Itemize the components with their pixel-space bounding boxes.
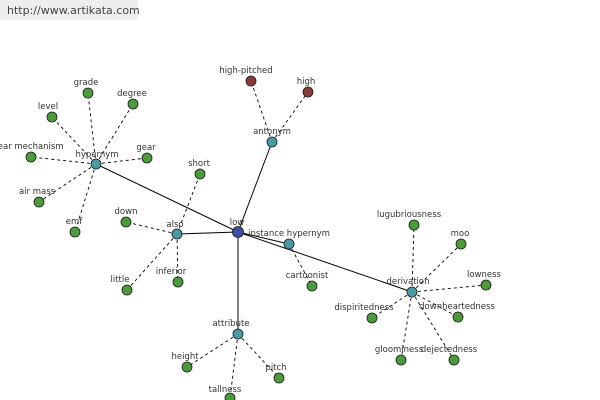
node-derivation[interactable] [406, 286, 418, 298]
node-label-antonym[interactable]: antonym [253, 127, 291, 137]
node-high[interactable] [302, 86, 314, 98]
node-label-air-mass[interactable]: air mass [19, 187, 56, 197]
edge-derivation-to-dejectedness [411, 291, 455, 361]
node-gear-mechanism[interactable] [25, 151, 37, 163]
node-label-moo[interactable]: moo [451, 229, 470, 239]
node-label-little[interactable]: little [111, 275, 130, 285]
node-high-pitched[interactable] [245, 75, 257, 87]
node-label-instance-hypernym[interactable]: instance hypernym [248, 229, 330, 239]
node-label-gear[interactable]: gear [136, 143, 156, 153]
edge-hypernym-to-level [51, 116, 97, 165]
node-layer [25, 75, 492, 400]
edge-hypernym-to-gear-mechanism [30, 156, 97, 165]
node-emf[interactable] [69, 226, 81, 238]
node-air-mass[interactable] [33, 196, 45, 208]
edge-attribute-to-height [186, 333, 239, 368]
edge-low-to-hypernym [95, 163, 239, 233]
node-gloominess[interactable] [395, 354, 407, 366]
node-little[interactable] [121, 284, 133, 296]
edge-derivation-to-downheartedness [411, 291, 459, 318]
edge-also-to-short [176, 173, 201, 235]
node-tallness[interactable] [224, 392, 236, 400]
edge-low-to-instance-hypernym [237, 231, 290, 245]
node-height[interactable] [181, 361, 193, 373]
node-antonym[interactable] [266, 136, 278, 148]
node-label-down[interactable]: down [115, 207, 138, 217]
node-label-tallness[interactable]: tallness [209, 385, 242, 395]
node-label-degree[interactable]: degree [117, 89, 147, 99]
node-label-dejectedness[interactable]: dejectedness [421, 345, 478, 355]
label-layer: low hypernym antonym also instance hypernym d… [0, 66, 502, 395]
node-label-gloominess[interactable]: gloominess [375, 345, 424, 355]
node-down[interactable] [120, 216, 132, 228]
edge-also-to-little [126, 233, 178, 291]
node-pitch[interactable] [273, 372, 285, 384]
node-label-height[interactable]: height [171, 352, 199, 362]
node-label-lugubriousness[interactable]: lugubriousness [377, 210, 442, 220]
node-label-level[interactable]: level [38, 102, 58, 112]
edge-also-to-inferior [176, 233, 179, 283]
node-lowness[interactable] [480, 279, 492, 291]
node-instance-hypernym[interactable] [283, 238, 295, 250]
node-lugubriousness[interactable] [408, 219, 420, 231]
node-label-cartoonist[interactable]: cartoonist [286, 271, 329, 281]
node-label-grade[interactable]: grade [74, 78, 99, 88]
node-short[interactable] [194, 168, 206, 180]
node-label-dispiritedness[interactable]: dispiritedness [334, 303, 394, 313]
edge-instance-hypernym-to-cartoonist [288, 243, 313, 287]
node-downheartedness[interactable] [452, 311, 464, 323]
node-label-pitch[interactable]: pitch [265, 363, 286, 373]
node-dispiritedness[interactable] [366, 312, 378, 324]
node-label-short[interactable]: short [188, 159, 211, 169]
edge-low-to-derivation [237, 231, 413, 293]
node-level[interactable] [46, 111, 58, 123]
node-attribute[interactable] [232, 328, 244, 340]
source-url-text[interactable]: http://www.artikata.com [7, 4, 140, 17]
node-hypernym[interactable] [90, 158, 102, 170]
edge-antonym-to-high-pitched [250, 80, 273, 143]
node-label-derivation[interactable]: derivation [386, 277, 429, 287]
edge-low-to-antonym [237, 141, 273, 233]
node-label-lowness[interactable]: lowness [467, 270, 502, 280]
node-label-also[interactable]: also [166, 220, 183, 230]
url-banner: http://www.artikata.com [0, 0, 140, 20]
node-gear[interactable] [141, 152, 153, 164]
edge-also-to-down [125, 221, 178, 235]
node-grade[interactable] [82, 87, 94, 99]
edge-derivation-to-dispiritedness [371, 291, 413, 319]
edge-antonym-to-high [271, 91, 309, 143]
node-label-high-pitched[interactable]: high-pitched [219, 66, 272, 76]
edge-hypernym-to-gear [95, 157, 148, 165]
node-label-low[interactable]: low [230, 218, 245, 228]
edge-attribute-to-tallness [229, 333, 239, 399]
edge-layer [30, 80, 487, 399]
node-label-attribute[interactable]: attribute [212, 319, 249, 329]
edge-low-to-also [176, 231, 239, 235]
node-dejectedness[interactable] [448, 354, 460, 366]
edge-derivation-to-lowness [411, 284, 487, 293]
node-moo[interactable] [455, 238, 467, 250]
node-low[interactable] [232, 226, 244, 238]
node-label-inferior[interactable]: inferior [156, 267, 187, 277]
node-degree[interactable] [127, 98, 139, 110]
edge-derivation-to-lugubriousness [411, 224, 415, 293]
node-inferior[interactable] [172, 276, 184, 288]
node-label-downheartedness[interactable]: downheartedness [419, 302, 495, 312]
node-label-gear-mechanism[interactable]: gear mechanism [0, 142, 64, 152]
node-label-hypernym[interactable]: hypernym [75, 150, 118, 160]
node-cartoonist[interactable] [306, 280, 318, 292]
node-label-high[interactable]: high [297, 77, 316, 87]
edge-attribute-to-pitch [237, 333, 280, 379]
node-also[interactable] [171, 228, 183, 240]
node-label-emf[interactable]: emf [66, 217, 84, 227]
